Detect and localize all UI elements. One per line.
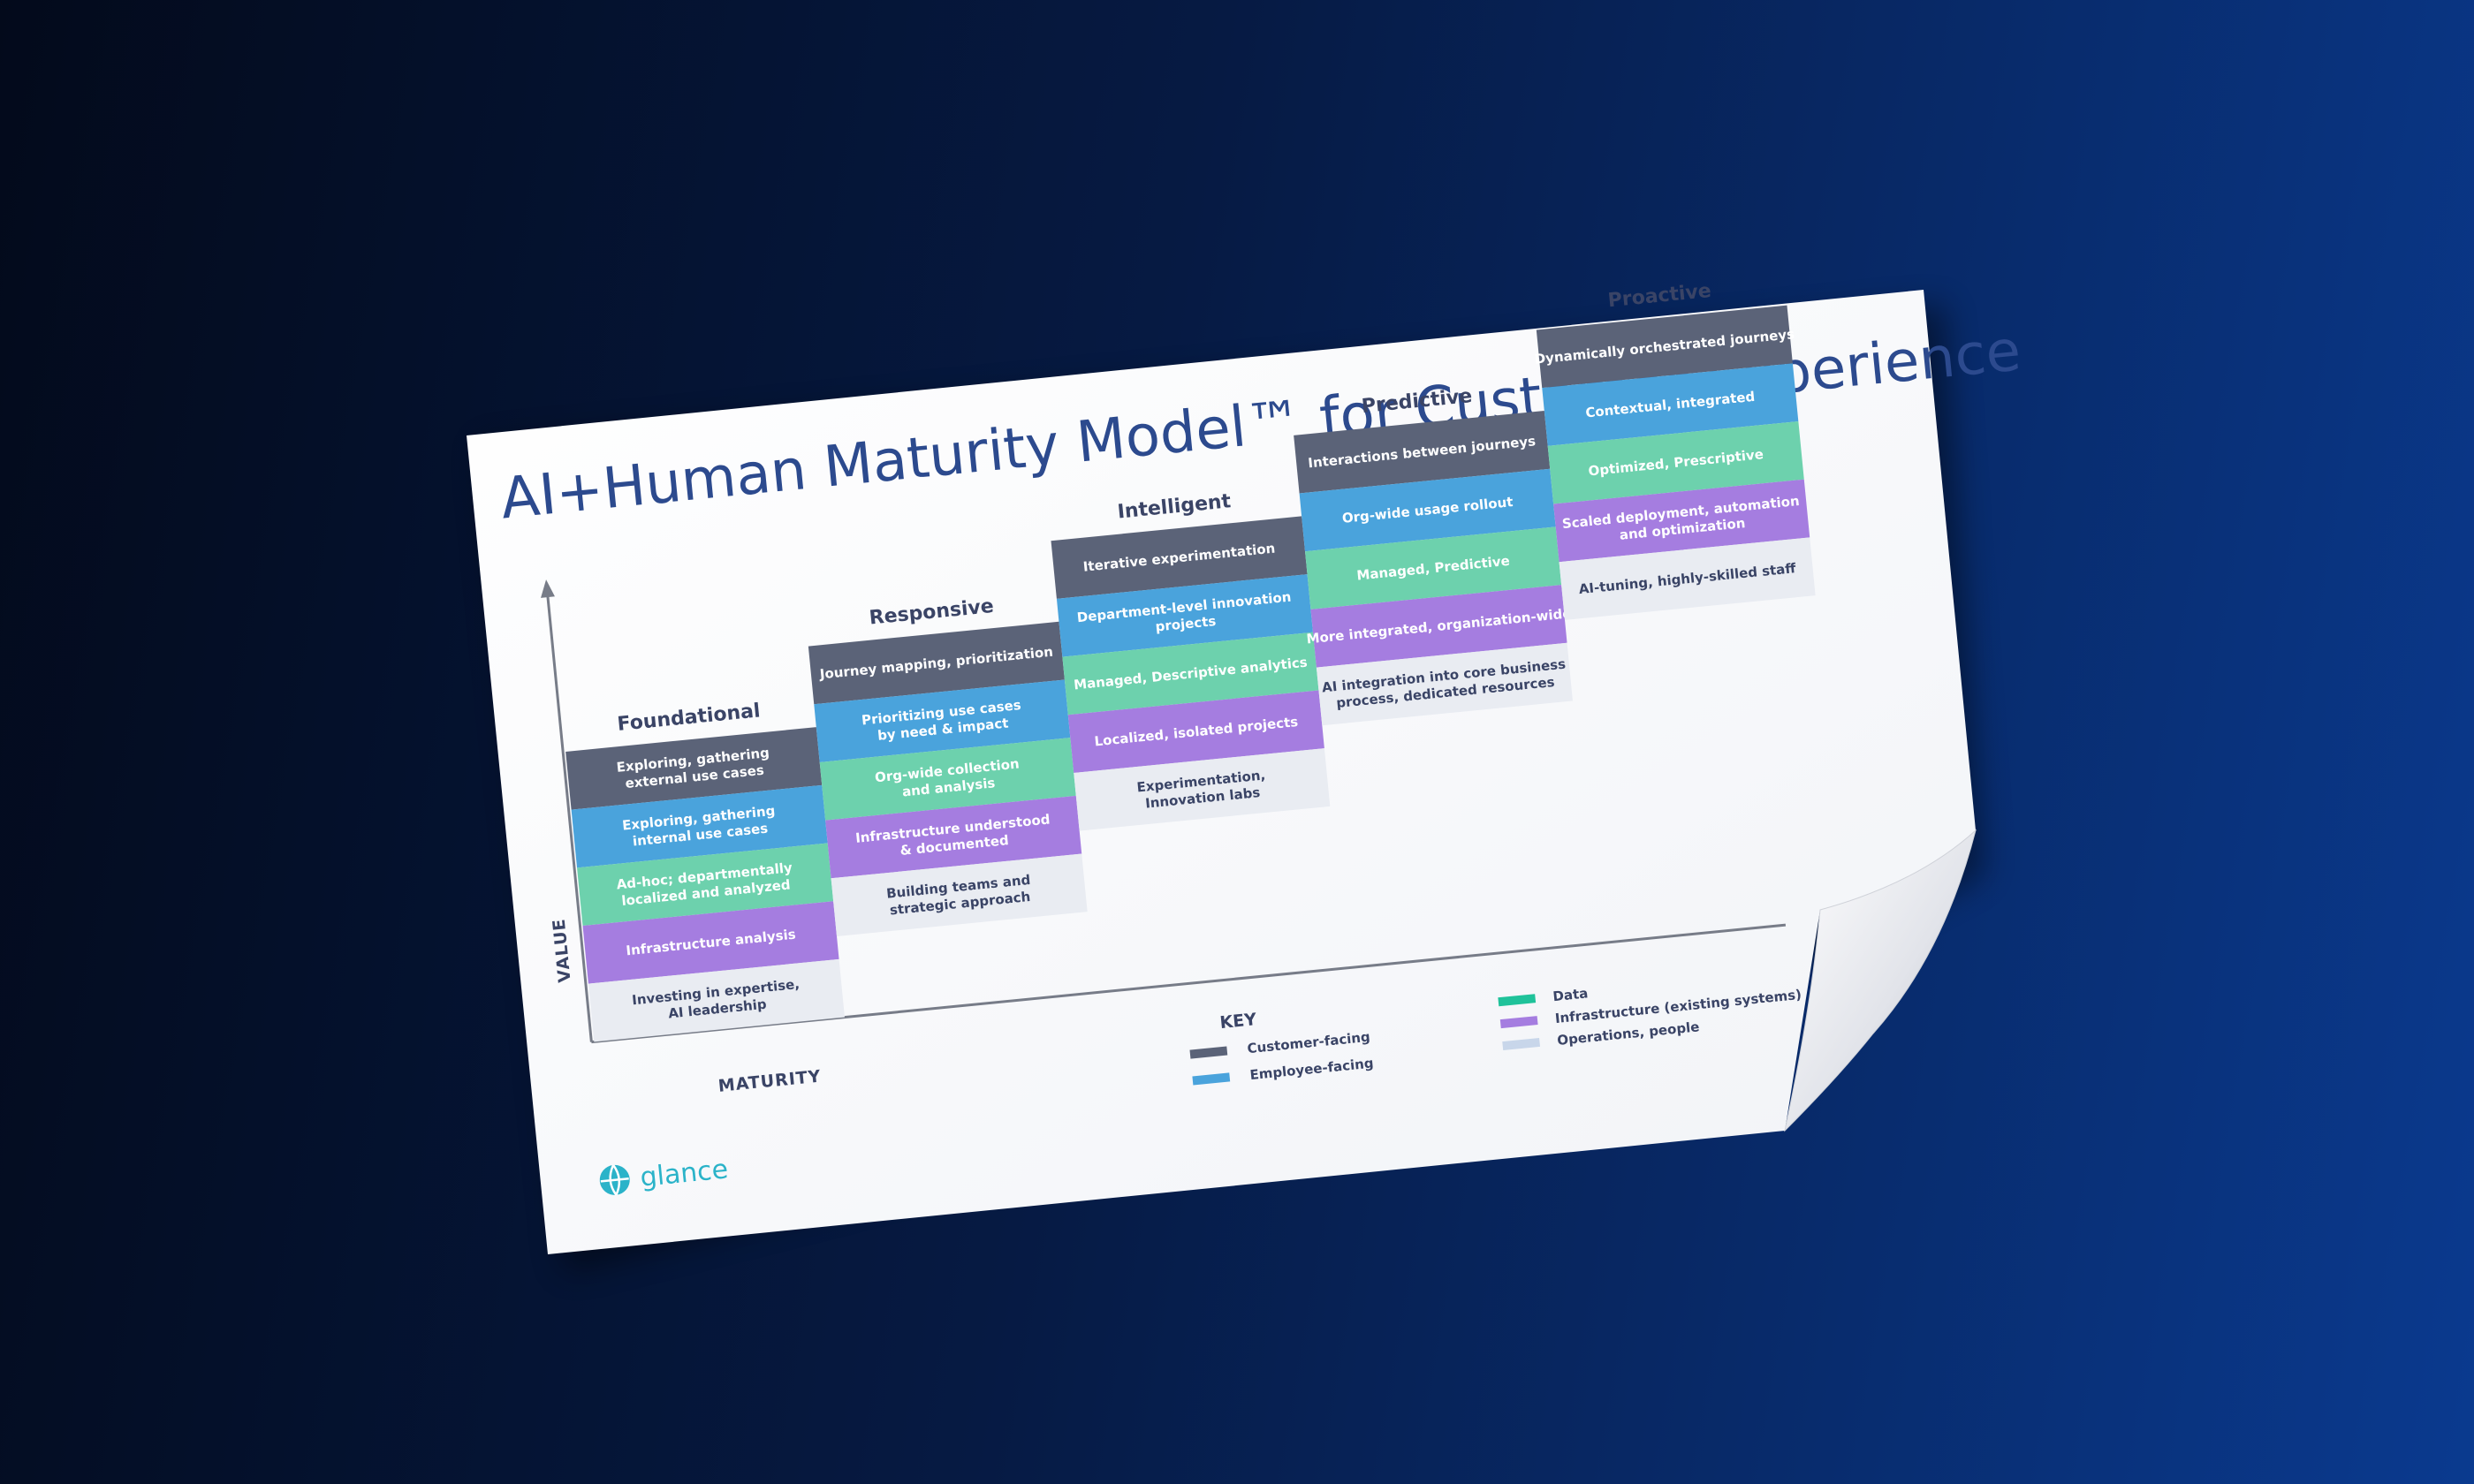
stage-cell-intelligent-customer-facing [1051,516,1308,599]
stage-cell-responsive-employee-facing [814,679,1071,762]
stage-cell-proactive-customer-facing [1536,305,1793,389]
stage-cell-predictive-operations [1316,642,1573,726]
stage-cell-proactive-infrastructure [1553,479,1810,563]
stage-label-proactive: Proactive [1607,280,1712,312]
stage-cell-foundational-operations [588,958,846,1042]
stage-cell-responsive-data [819,738,1076,821]
stage-cell-foundational-data [577,843,834,926]
key-title: KEY [1219,1010,1258,1033]
stage-cell-responsive-operations [831,853,1088,936]
stage-cell-responsive-infrastructure [825,795,1082,879]
y-axis-line [546,593,593,1042]
key-swatch-data [1498,994,1537,1007]
globe-icon [599,1164,630,1196]
stage-cell-intelligent-employee-facing [1056,574,1314,657]
key-swatch-operations [1502,1037,1541,1051]
stage-cell-intelligent-infrastructure [1067,690,1324,773]
stage-cell-intelligent-data [1062,632,1319,716]
page-curl [1784,829,1977,1132]
key-label-data: Data [1552,985,1589,1004]
y-axis-arrow-icon [541,579,555,598]
stage-cell-foundational-customer-facing [565,727,823,810]
stage-cell-proactive-data [1547,421,1804,504]
stage-cell-predictive-data [1305,526,1562,610]
stage-cell-predictive-employee-facing [1299,468,1556,552]
stage-cell-foundational-infrastructure [582,901,839,984]
key-swatch-employee-facing [1192,1072,1231,1086]
stage-cell-proactive-employee-facing [1542,363,1799,446]
stage-cell-responsive-customer-facing [808,621,1065,705]
key-swatch-customer-facing [1189,1046,1228,1059]
stage-cell-predictive-customer-facing [1294,411,1551,494]
stage-cell-foundational-employee-facing [571,784,828,868]
stage-cell-predictive-infrastructure [1310,585,1567,668]
key-swatch-infrastructure [1499,1016,1538,1029]
stage-cell-proactive-operations [1559,537,1816,620]
stage-cell-intelligent-operations [1074,748,1331,831]
